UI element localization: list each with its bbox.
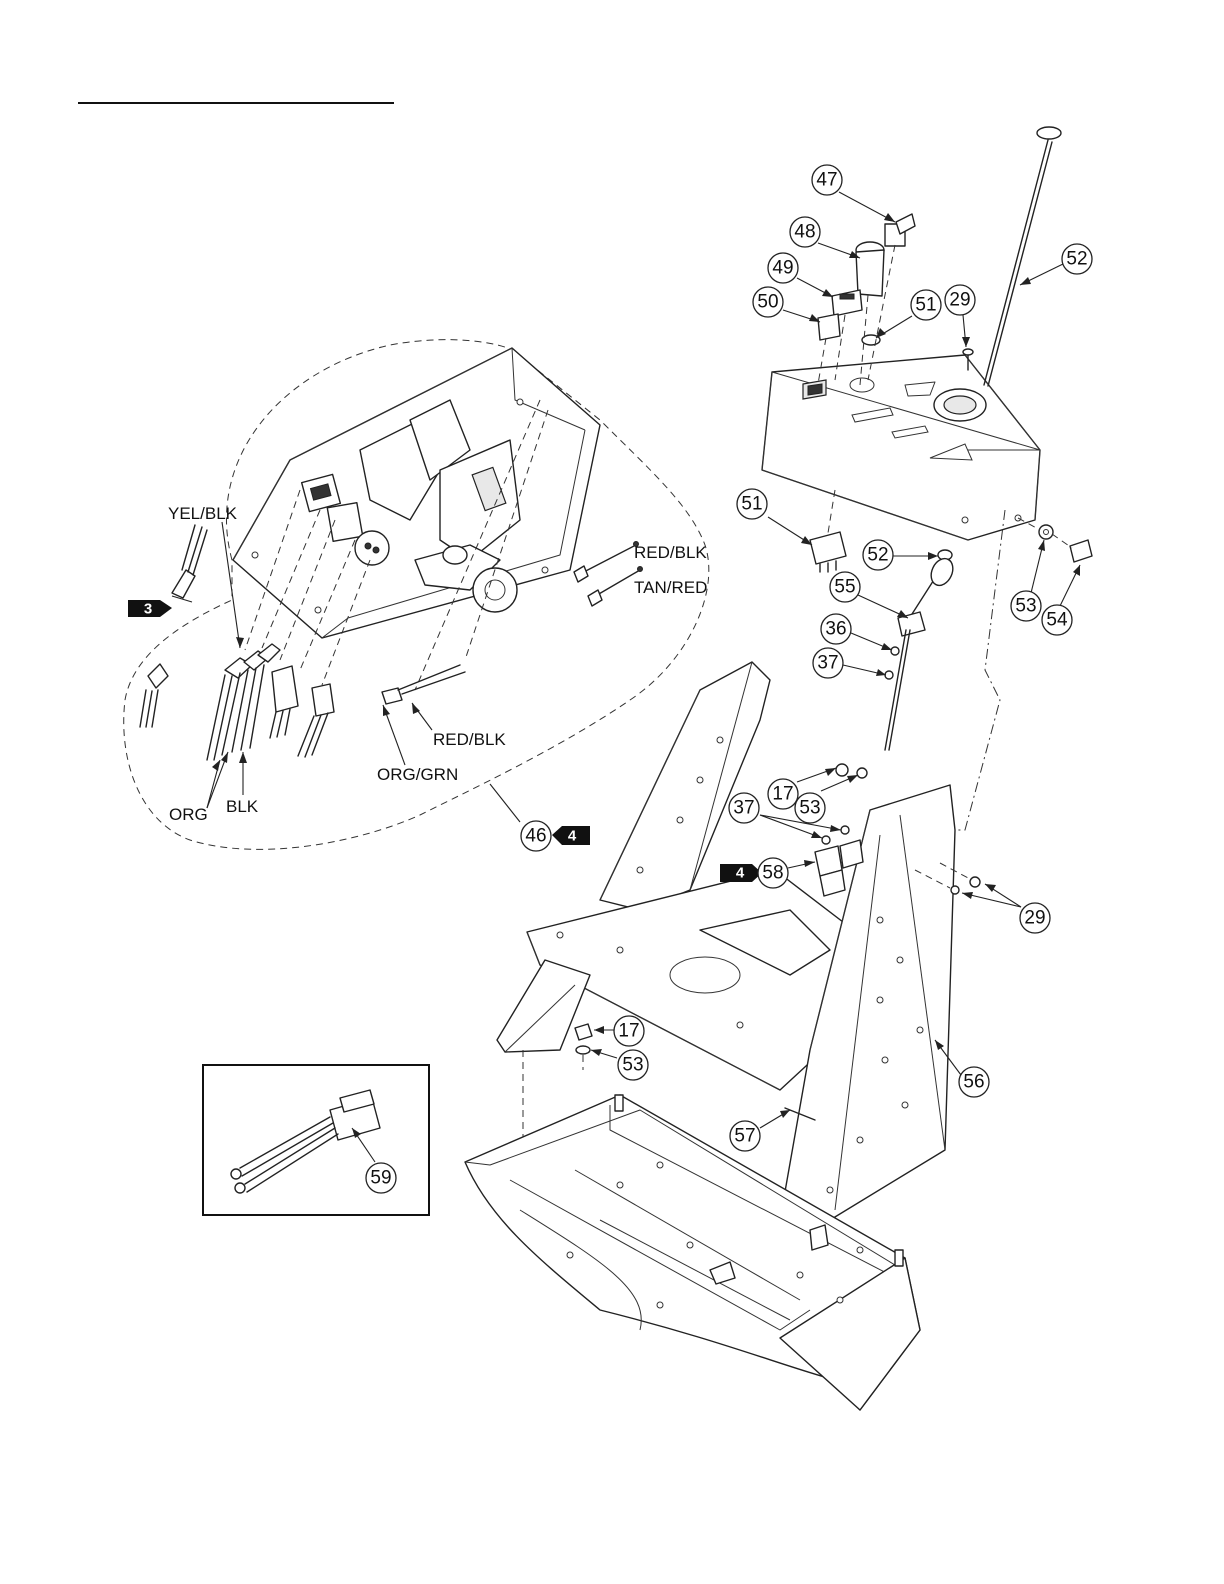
callout-56: 56	[959, 1067, 989, 1097]
callout-53-mid-label: 53	[799, 798, 820, 819]
callout-47: 47	[812, 165, 842, 195]
callout-56-label: 56	[963, 1072, 984, 1093]
callout-46-label: 46	[525, 826, 546, 847]
wire-label-red-blk-top: RED/BLK	[634, 543, 707, 562]
callout-57-label: 57	[734, 1126, 755, 1147]
guide-line	[945, 510, 1005, 830]
callout-36-label: 36	[825, 619, 846, 640]
callout-52-mid: 52	[863, 540, 893, 570]
reference-flag-46: 4	[552, 826, 590, 845]
callout-52-mid-label: 52	[867, 545, 888, 566]
wire-label-red-blk-bottom: RED/BLK	[433, 730, 506, 749]
callout-53-low: 53	[618, 1050, 648, 1080]
callout-53-mid: 53	[795, 793, 825, 823]
callout-36: 36	[821, 614, 851, 644]
callout-48: 48	[790, 217, 820, 247]
callout-55: 55	[830, 572, 860, 602]
callout-59: 59	[366, 1163, 396, 1193]
wire-label-tan-red: TAN/RED	[634, 578, 707, 597]
callout-48-label: 48	[794, 222, 815, 243]
callout-47-label: 47	[816, 170, 837, 191]
callout-59-label: 59	[370, 1168, 391, 1189]
callout-53-right-label: 53	[1015, 596, 1036, 617]
callout-29-top: 29	[945, 285, 975, 315]
callout-51-top-label: 51	[915, 295, 936, 316]
dash-panel	[762, 355, 1040, 540]
callout-50-label: 50	[757, 292, 778, 313]
reference-flag-3: 3	[128, 600, 172, 618]
wire-label-blk: BLK	[226, 797, 259, 816]
callout-49-label: 49	[772, 258, 793, 279]
callout-50: 50	[753, 287, 783, 317]
callout-49: 49	[768, 253, 798, 283]
callout-57: 57	[730, 1121, 760, 1151]
callout-17-top: 17	[768, 779, 798, 809]
callout-58: 58	[758, 858, 788, 888]
callout-52-top-label: 52	[1066, 249, 1087, 270]
callout-17-low: 17	[614, 1016, 644, 1046]
wire-label-org-grn: ORG/GRN	[377, 765, 458, 784]
callout-37-mid: 37	[729, 793, 759, 823]
callout-29-top-label: 29	[949, 290, 970, 311]
callout-53-low-label: 53	[622, 1055, 643, 1076]
callout-46: 46	[521, 821, 551, 851]
reference-flag-46-label: 4	[568, 828, 577, 845]
callout-54-label: 54	[1046, 610, 1068, 631]
reference-flag-58-label: 4	[736, 865, 745, 882]
inset-box-59	[203, 1065, 429, 1215]
wire-label-yel-blk: YEL/BLK	[168, 504, 238, 523]
callout-37-mid-label: 37	[733, 798, 754, 819]
reference-flag-3-label: 3	[144, 601, 152, 618]
callout-37-top: 37	[813, 648, 843, 678]
callout-29-right: 29	[1020, 903, 1050, 933]
console-detail-view	[233, 348, 600, 690]
callout-51-mid-label: 51	[741, 494, 762, 515]
callout-51-mid: 51	[737, 489, 767, 519]
callout-54: 54	[1042, 605, 1072, 635]
callout-17-top-label: 17	[772, 784, 793, 805]
wire-label-org: ORG	[169, 805, 208, 824]
callout-55-label: 55	[834, 577, 855, 598]
callout-37-top-label: 37	[817, 653, 838, 674]
callout-52-top: 52	[1062, 244, 1092, 274]
callout-51-top: 51	[911, 290, 941, 320]
callout-17-low-label: 17	[618, 1021, 639, 1042]
callout-29-right-label: 29	[1024, 908, 1045, 929]
callout-53-right: 53	[1011, 591, 1041, 621]
callout-58-label: 58	[762, 863, 783, 884]
